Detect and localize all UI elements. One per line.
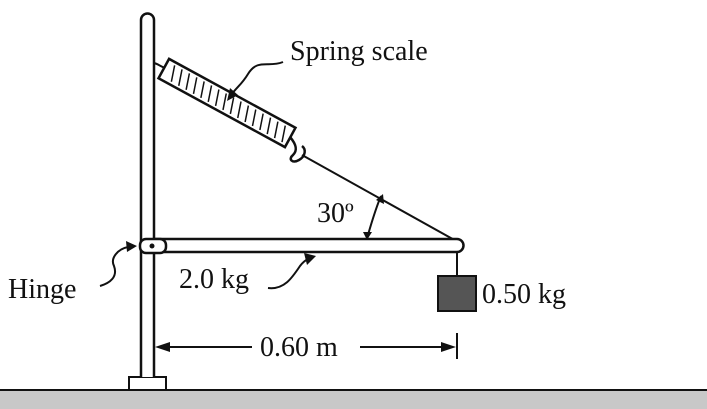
spring-scale-tick <box>266 117 272 135</box>
spring-scale-tick <box>273 121 279 139</box>
angle-arrow-bottom <box>363 232 372 240</box>
spring-scale-tick <box>244 105 250 123</box>
spring-scale-tick <box>178 69 183 86</box>
dim-arrow-right <box>441 342 456 352</box>
spring-scale-tick <box>200 81 205 99</box>
spring-scale-tick <box>170 65 176 82</box>
hinge-leader-arrow <box>126 241 137 252</box>
spring-scale-tick <box>237 101 242 119</box>
spring-scale-tick <box>185 73 191 90</box>
dim-arrow-left <box>155 342 170 352</box>
hinge <box>138 237 168 255</box>
beam-mass-leader-arrow <box>304 253 316 265</box>
spring-scale-tick <box>192 77 198 94</box>
block-mass-label: 0.50 kg <box>482 279 566 310</box>
length-label: 0.60 m <box>260 332 338 363</box>
beam-mass-label: 2.0 kg <box>179 264 249 295</box>
vertical-post <box>139 12 156 377</box>
hinge-label: Hinge <box>8 274 76 305</box>
scale-hook <box>289 136 306 163</box>
spring-scale-tick <box>222 93 227 111</box>
spring-scale-leader <box>230 61 284 96</box>
horizontal-beam <box>154 237 465 254</box>
spring-scale-tick <box>214 89 220 107</box>
spring-scale <box>156 57 298 149</box>
hanging-block <box>437 275 477 312</box>
spring-scale-tick <box>207 85 213 103</box>
spring-scale-tick <box>229 97 235 115</box>
ground <box>0 390 707 409</box>
spring-scale-leader-arrow <box>227 88 238 101</box>
angle-arc <box>366 195 382 239</box>
spring-scale-tick <box>259 113 264 131</box>
angle-label: 30º <box>317 198 354 229</box>
spring-scale-tick <box>281 125 287 143</box>
spring-scale-tick <box>251 109 257 127</box>
angle-arrow-top <box>376 194 384 204</box>
hinge-leader <box>99 246 129 287</box>
beam-mass-leader <box>267 258 309 290</box>
post-base <box>128 376 167 391</box>
spring-scale-label: Spring scale <box>290 36 428 67</box>
